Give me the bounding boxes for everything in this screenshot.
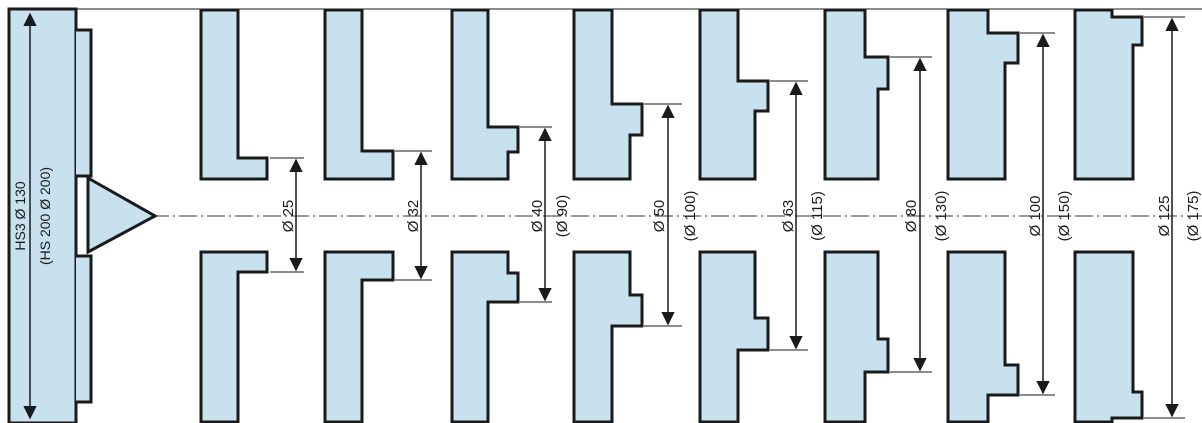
tool-d50-label-main: Ø 50 bbox=[651, 200, 668, 233]
spindle-cone bbox=[86, 175, 159, 255]
spindle: HS3 Ø 130 (HS 200 Ø 200) bbox=[7, 7, 1202, 423]
tool-d100: Ø 100 (Ø 150) bbox=[946, 8, 1073, 423]
tool-series: Ø 25 Ø 32 Ø 40 (Ø 90) Ø 50 (Ø 100) Ø 63 (Ø 115)… bbox=[199, 8, 1202, 423]
tool-d80-label-main: Ø 80 bbox=[903, 200, 920, 233]
tool-d40-label-alt: (Ø 90) bbox=[554, 195, 571, 238]
tool-d25: Ø 25 bbox=[199, 8, 304, 423]
tool-d80-upper-profile bbox=[823, 8, 890, 181]
spindle-step-top bbox=[76, 28, 93, 178]
tool-d80-label-alt: (Ø 130) bbox=[933, 191, 950, 242]
spindle-body bbox=[7, 7, 78, 423]
spindle-label-main: HS3 Ø 130 bbox=[12, 181, 28, 250]
tool-d100-label-alt: (Ø 150) bbox=[1056, 191, 1073, 242]
tool-d80: Ø 80 (Ø 130) bbox=[823, 8, 950, 423]
tool-d63-upper-profile bbox=[698, 8, 770, 181]
tool-d32-upper-profile bbox=[323, 8, 395, 181]
tool-d25-upper-profile bbox=[199, 8, 269, 181]
tool-d63-label-alt: (Ø 115) bbox=[809, 191, 826, 241]
spindle-step-bottom bbox=[76, 254, 93, 404]
tool-d32-lower-profile bbox=[323, 250, 395, 423]
tool-d125-label-main: Ø 125 bbox=[1156, 196, 1173, 237]
tool-d125-lower-profile bbox=[1073, 250, 1144, 423]
tool-d100-upper-profile bbox=[946, 8, 1020, 181]
tool-d50-label-alt: (Ø 100) bbox=[682, 191, 699, 242]
tool-d25-lower-profile bbox=[199, 250, 269, 423]
tool-d125: Ø 125 (Ø 175) bbox=[1073, 8, 1202, 423]
tool-d125-label-alt: (Ø 175) bbox=[1185, 191, 1202, 242]
tool-d50-lower-profile bbox=[572, 250, 644, 423]
tool-d40-lower-profile bbox=[450, 250, 520, 423]
tool-d125-upper-profile bbox=[1073, 8, 1144, 181]
spindle-label-alt: (HS 200 Ø 200) bbox=[37, 167, 53, 265]
tool-d63: Ø 63 (Ø 115) bbox=[698, 8, 826, 423]
tool-d32-label-main: Ø 32 bbox=[405, 200, 422, 233]
tool-d40-upper-profile bbox=[450, 8, 520, 181]
tool-d25-label-main: Ø 25 bbox=[280, 200, 297, 233]
tool-d100-lower-profile bbox=[946, 250, 1020, 423]
tool-d100-label-main: Ø 100 bbox=[1027, 196, 1044, 237]
tool-d40: Ø 40 (Ø 90) bbox=[450, 8, 571, 423]
tool-d32: Ø 32 bbox=[323, 8, 432, 423]
tool-d50: Ø 50 (Ø 100) bbox=[572, 8, 699, 423]
tool-d80-lower-profile bbox=[823, 250, 890, 423]
tool-d50-upper-profile bbox=[572, 8, 644, 181]
tool-d63-label-main: Ø 63 bbox=[780, 200, 797, 233]
tool-d63-lower-profile bbox=[698, 250, 770, 423]
tool-d40-label-main: Ø 40 bbox=[529, 200, 546, 233]
